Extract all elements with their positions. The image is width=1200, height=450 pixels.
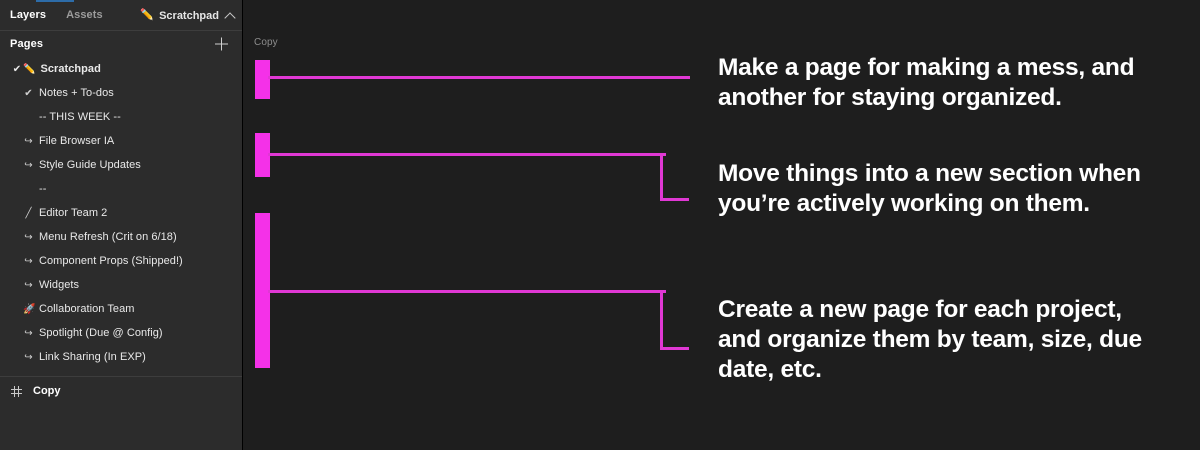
arrow-branch-icon: ↪ <box>24 255 33 267</box>
page-item-label: Editor Team 2 <box>39 207 108 219</box>
page-item[interactable]: ✔ Notes + To-dos <box>0 81 242 105</box>
page-item-label: Collaboration Team <box>39 303 135 315</box>
file-name-chip[interactable]: ✏️ Scratchpad <box>140 0 236 31</box>
page-item[interactable]: ↪ Component Props (Shipped!) <box>0 249 242 273</box>
page-item-label: Notes + To-dos <box>39 87 114 99</box>
panel-tabbar: Layers Assets ✏️ Scratchpad <box>0 0 242 31</box>
page-item[interactable]: ↪ Menu Refresh (Crit on 6/18) <box>0 225 242 249</box>
layers-list: Copy <box>0 377 242 405</box>
page-item-label: Widgets <box>39 279 80 291</box>
copy-block-2[interactable]: Move things into a new section when you’… <box>718 160 1141 217</box>
left-sidebar: Layers Assets ✏️ Scratchpad Pages ✔✏️Scr… <box>0 0 243 450</box>
plus-icon[interactable] <box>215 37 228 51</box>
page-item-label: File Browser IA <box>39 135 115 147</box>
canvas[interactable]: Copy Make a page for making a mess, and … <box>243 0 1200 450</box>
layer-item[interactable]: Copy <box>0 377 242 405</box>
copy-block-1[interactable]: Make a page for making a mess, and anoth… <box>718 54 1135 111</box>
pen-icon: ╱ <box>25 207 32 219</box>
arrow-branch-icon: ↪ <box>24 327 33 339</box>
pencil-emoji-icon: ✏️ <box>140 9 155 21</box>
page-item-label: -- THIS WEEK -- <box>39 111 121 123</box>
chevron-up-icon[interactable] <box>224 11 236 24</box>
page-item[interactable]: ✔✏️ Scratchpad <box>0 57 242 81</box>
page-item[interactable]: ↪ Spotlight (Due @ Config) <box>0 321 242 345</box>
connector-line-1[interactable] <box>268 76 690 79</box>
page-item[interactable]: ↪ Style Guide Updates <box>0 153 242 177</box>
arrow-branch-icon: ↪ <box>24 135 33 147</box>
selection-bar-2[interactable] <box>255 133 270 177</box>
page-item-label: -- <box>39 183 47 195</box>
connector-line-3a[interactable] <box>268 290 666 293</box>
tab-layers[interactable]: Layers <box>10 9 47 21</box>
sidebar-divider <box>0 376 242 377</box>
arrow-branch-icon: ↪ <box>24 351 33 363</box>
page-item[interactable]: ↪ Link Sharing (In EXP) <box>0 345 242 369</box>
arrow-branch-icon: ↪ <box>24 231 33 243</box>
page-item-label: Link Sharing (In EXP) <box>39 351 146 363</box>
pages-title: Pages <box>10 38 44 50</box>
page-item[interactable]: -- THIS WEEK -- <box>0 105 242 129</box>
connector-line-3c[interactable] <box>660 347 689 350</box>
page-item-label: Scratchpad <box>40 63 101 75</box>
page-checkmark-icon: ✔ <box>12 63 22 75</box>
connector-line-3b[interactable] <box>660 290 663 350</box>
arrow-branch-icon: ↪ <box>24 159 33 171</box>
pencil-emoji: ✏️ <box>23 63 36 75</box>
page-item-label: Spotlight (Due @ Config) <box>39 327 163 339</box>
page-item-label: Style Guide Updates <box>39 159 141 171</box>
pages-header: Pages <box>0 31 242 57</box>
page-item[interactable]: ╱ Editor Team 2 <box>0 201 242 225</box>
selection-bar-1[interactable] <box>255 60 270 99</box>
tab-assets[interactable]: Assets <box>66 9 103 21</box>
connector-line-2b[interactable] <box>660 153 663 201</box>
page-item[interactable]: ↪ File Browser IA <box>0 129 242 153</box>
frame-label[interactable]: Copy <box>254 37 278 48</box>
active-tab-indicator <box>36 0 74 2</box>
connector-line-2a[interactable] <box>268 153 666 156</box>
frame-icon <box>11 385 22 397</box>
file-name-label: Scratchpad <box>159 9 219 22</box>
page-item[interactable]: -- <box>0 177 242 201</box>
rocket-emoji: 🚀 <box>23 303 36 315</box>
page-item[interactable]: 🚀Collaboration Team <box>0 297 242 321</box>
page-item-label: Menu Refresh (Crit on 6/18) <box>39 231 177 243</box>
arrow-branch-icon: ↪ <box>24 279 33 291</box>
pages-list: ✔✏️Scratchpad✔Notes + To-dos-- THIS WEEK… <box>0 57 242 369</box>
copy-block-3[interactable]: Create a new page for each project, and … <box>718 296 1142 383</box>
selection-bar-3[interactable] <box>255 213 270 368</box>
checkmark-icon: ✔ <box>24 87 33 99</box>
page-item[interactable]: ↪ Widgets <box>0 273 242 297</box>
page-item-label: Component Props (Shipped!) <box>39 255 183 267</box>
layer-item-label: Copy <box>33 385 61 397</box>
connector-line-2c[interactable] <box>660 198 689 201</box>
